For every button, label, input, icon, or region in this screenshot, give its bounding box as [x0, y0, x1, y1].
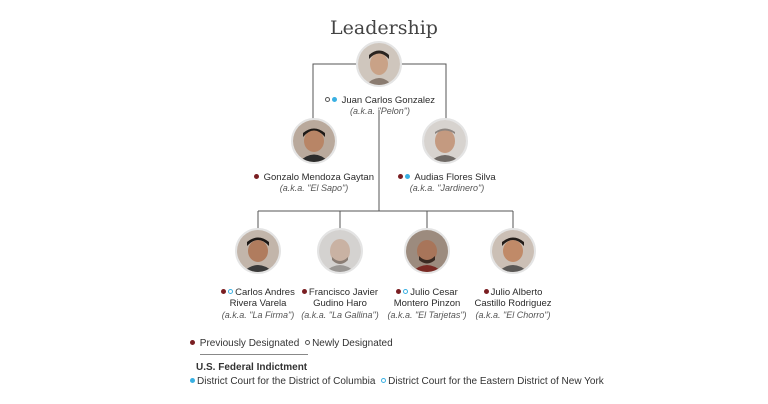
person-portrait-icon	[424, 120, 466, 162]
previously-designated-marker-icon	[190, 340, 195, 345]
dc-court-marker-icon	[190, 378, 195, 383]
person-alias-julio-cesar-montero-pinzon: (a.k.a. "El Tarjetas")	[387, 310, 467, 320]
previously-designated-marker-icon	[398, 174, 404, 179]
person-name-audias-flores-silva: Audias Flores Silva	[367, 172, 527, 183]
portrait-carlos-andres-rivera-varela	[235, 228, 281, 274]
dc-court-marker-icon	[331, 97, 337, 102]
previously-designated-marker-icon	[221, 289, 227, 294]
person-portrait-icon	[237, 230, 279, 272]
person-name-julio-alberto-castillo-rodriguez: Julio Alberto Castillo Rodriguez	[474, 287, 552, 309]
person-portrait-icon	[406, 230, 448, 272]
person-alias-francisco-javier-gudino-haro: (a.k.a. "La Gallina")	[301, 310, 379, 320]
edny-court-marker-icon	[228, 289, 234, 294]
person-name-carlos-andres-rivera-varela: Carlos Andres Rivera Varela	[198, 287, 318, 309]
newly-designated-marker-icon	[305, 340, 311, 345]
person-portrait-icon	[492, 230, 534, 272]
legend-divider	[200, 354, 308, 355]
portrait-gonzalo-mendoza-gaytan	[291, 118, 337, 164]
person-alias-julio-alberto-castillo-rodriguez: (a.k.a. "El Chorro")	[475, 310, 551, 320]
person-name-juan-carlos-gonzalez: Juan Carlos Gonzalez	[300, 95, 460, 106]
designation-legend: Previously Designated Newly Designated	[190, 338, 393, 349]
portrait-audias-flores-silva	[422, 118, 468, 164]
person-portrait-icon	[293, 120, 335, 162]
person-portrait-icon	[319, 230, 361, 272]
person-portrait-icon	[358, 43, 400, 85]
edny-court-marker-icon	[403, 289, 409, 294]
person-alias-gonzalo-mendoza-gaytan: (a.k.a. "El Sapo")	[279, 183, 349, 193]
legend-indictment-title: U.S. Federal Indictment	[196, 362, 308, 373]
person-alias-juan-carlos-gonzalez: (a.k.a. "Pelon")	[350, 106, 410, 116]
legend-previously-designated: Previously Designated	[199, 338, 300, 349]
previously-designated-marker-icon	[483, 289, 489, 294]
court-legend: District Court for the District of Colum…	[190, 376, 604, 387]
previously-designated-marker-icon	[396, 289, 402, 294]
chart-title: Leadership	[330, 17, 438, 39]
portrait-juan-carlos-gonzalez	[356, 41, 402, 87]
edny-court-marker-icon	[381, 378, 387, 383]
legend-edny-court: District Court for the Eastern District …	[388, 376, 604, 387]
legend-newly-designated: Newly Designated	[312, 338, 393, 349]
newly-designated-marker-icon	[324, 97, 330, 102]
person-alias-carlos-andres-rivera-varela: (a.k.a. "La Firma")	[221, 310, 295, 320]
legend-dc-court: District Court for the District of Colum…	[197, 376, 376, 387]
person-name-julio-cesar-montero-pinzon: Julio Cesar Montero Pinzon	[393, 287, 461, 309]
portrait-julio-cesar-montero-pinzon	[404, 228, 450, 274]
person-name-francisco-javier-gudino-haro: Francisco Javier Gudino Haro	[280, 287, 400, 309]
portrait-julio-alberto-castillo-rodriguez	[490, 228, 536, 274]
dc-court-marker-icon	[405, 174, 411, 179]
person-alias-audias-flores-silva: (a.k.a. "Jardinero")	[409, 183, 485, 193]
portrait-francisco-javier-gudino-haro	[317, 228, 363, 274]
previously-designated-marker-icon	[253, 174, 259, 179]
previously-designated-marker-icon	[301, 289, 307, 294]
person-name-gonzalo-mendoza-gaytan: Gonzalo Mendoza Gaytan	[234, 172, 394, 183]
